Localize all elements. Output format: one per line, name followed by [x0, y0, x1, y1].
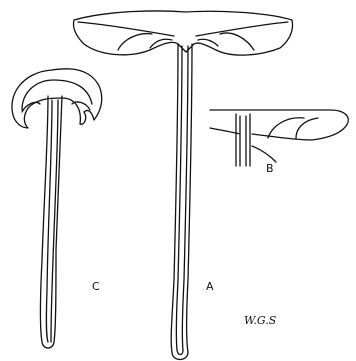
specimen-a-cap-inner-left — [78, 22, 174, 36]
specimen-a-cap-outline — [73, 11, 292, 55]
artist-signature: W.G.S — [244, 314, 277, 327]
specimen-a-gill-right-2 — [198, 39, 218, 46]
specimen-a-cap-inner-right — [196, 22, 288, 36]
specimen-a-gill-left-2 — [150, 39, 172, 48]
specimen-b-detail — [210, 110, 348, 166]
label-a: A — [206, 280, 214, 293]
specimen-c-gill-left — [22, 102, 40, 112]
specimen-a-stem-base — [172, 352, 188, 360]
specimen-b-lower-curve — [252, 146, 276, 162]
specimen-c — [12, 69, 102, 348]
specimen-c-cap-inner — [22, 80, 92, 110]
specimen-c-cap-outline — [12, 69, 102, 128]
specimen-a-stem-base-inner — [177, 350, 183, 355]
specimen-b-top-surface — [210, 110, 348, 140]
specimen-b-underside-right — [252, 134, 312, 140]
specimen-a-gill-right-1 — [220, 33, 254, 50]
specimen-b-gill-inner — [296, 118, 318, 138]
label-b: B — [266, 162, 274, 175]
label-c: C — [92, 280, 100, 293]
specimen-a-gill-left-1 — [118, 34, 152, 50]
specimen-a — [73, 11, 292, 360]
